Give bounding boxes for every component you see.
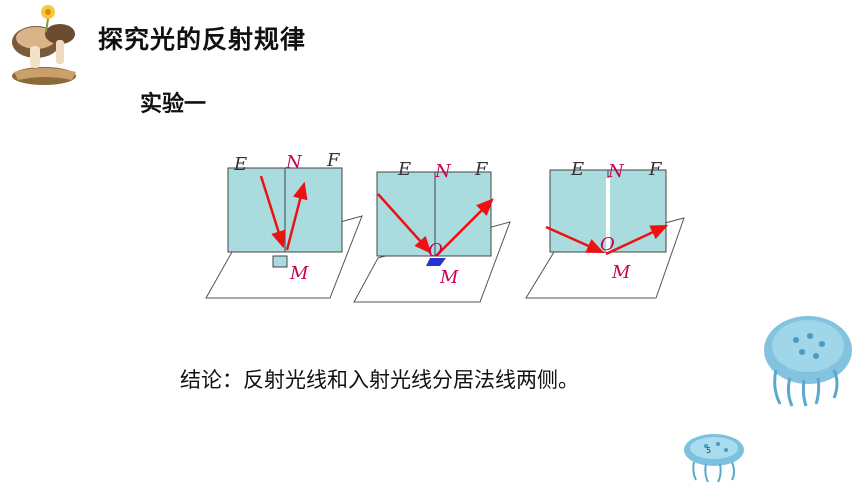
label-n-3: N bbox=[607, 161, 625, 182]
jellyfish-large-icon bbox=[764, 316, 852, 407]
label-m-3: M bbox=[611, 262, 631, 283]
diagram-1: E N F M bbox=[205, 150, 363, 299]
page-number: 5 bbox=[706, 446, 712, 455]
board-f-1 bbox=[284, 167, 343, 253]
label-m-2: M bbox=[439, 267, 459, 288]
reflected-ray-3 bbox=[605, 224, 669, 256]
label-m-1: M bbox=[289, 263, 309, 284]
board-e-1 bbox=[227, 167, 286, 253]
incident-ray-1 bbox=[259, 175, 286, 249]
incident-ray-3 bbox=[545, 225, 605, 254]
reflected-ray-2 bbox=[435, 198, 494, 257]
mirror-1 bbox=[272, 255, 288, 268]
label-e-1: E bbox=[233, 154, 247, 175]
incident-ray-2 bbox=[377, 193, 432, 254]
experiment-heading: 实验一 bbox=[140, 92, 207, 117]
label-o-3: O bbox=[600, 234, 615, 255]
page-title: 探究光的反射规律 bbox=[98, 25, 307, 54]
label-f-2: F bbox=[474, 159, 489, 180]
label-n-2: N bbox=[434, 161, 452, 182]
mirror-2 bbox=[426, 258, 446, 266]
label-f-3: F bbox=[648, 159, 663, 180]
diagram-3: E N F O M bbox=[525, 159, 685, 299]
label-o-2: O bbox=[428, 240, 443, 261]
label-f-1: F bbox=[326, 150, 341, 171]
diagram-2: E N F O M bbox=[353, 159, 511, 303]
reflected-ray-1 bbox=[285, 181, 308, 251]
board-e-3 bbox=[549, 169, 609, 253]
label-e-3: E bbox=[570, 159, 584, 180]
label-n-1: N bbox=[285, 152, 303, 173]
label-e-2: E bbox=[397, 159, 411, 180]
conclusion-text: 结论：反射光线和入射光线分居法线两侧。 bbox=[180, 368, 579, 392]
jellyfish-small-icon bbox=[684, 434, 744, 482]
mushroom-logo-icon bbox=[12, 5, 76, 85]
board-f-2 bbox=[434, 171, 492, 257]
board-e-2 bbox=[376, 171, 436, 257]
